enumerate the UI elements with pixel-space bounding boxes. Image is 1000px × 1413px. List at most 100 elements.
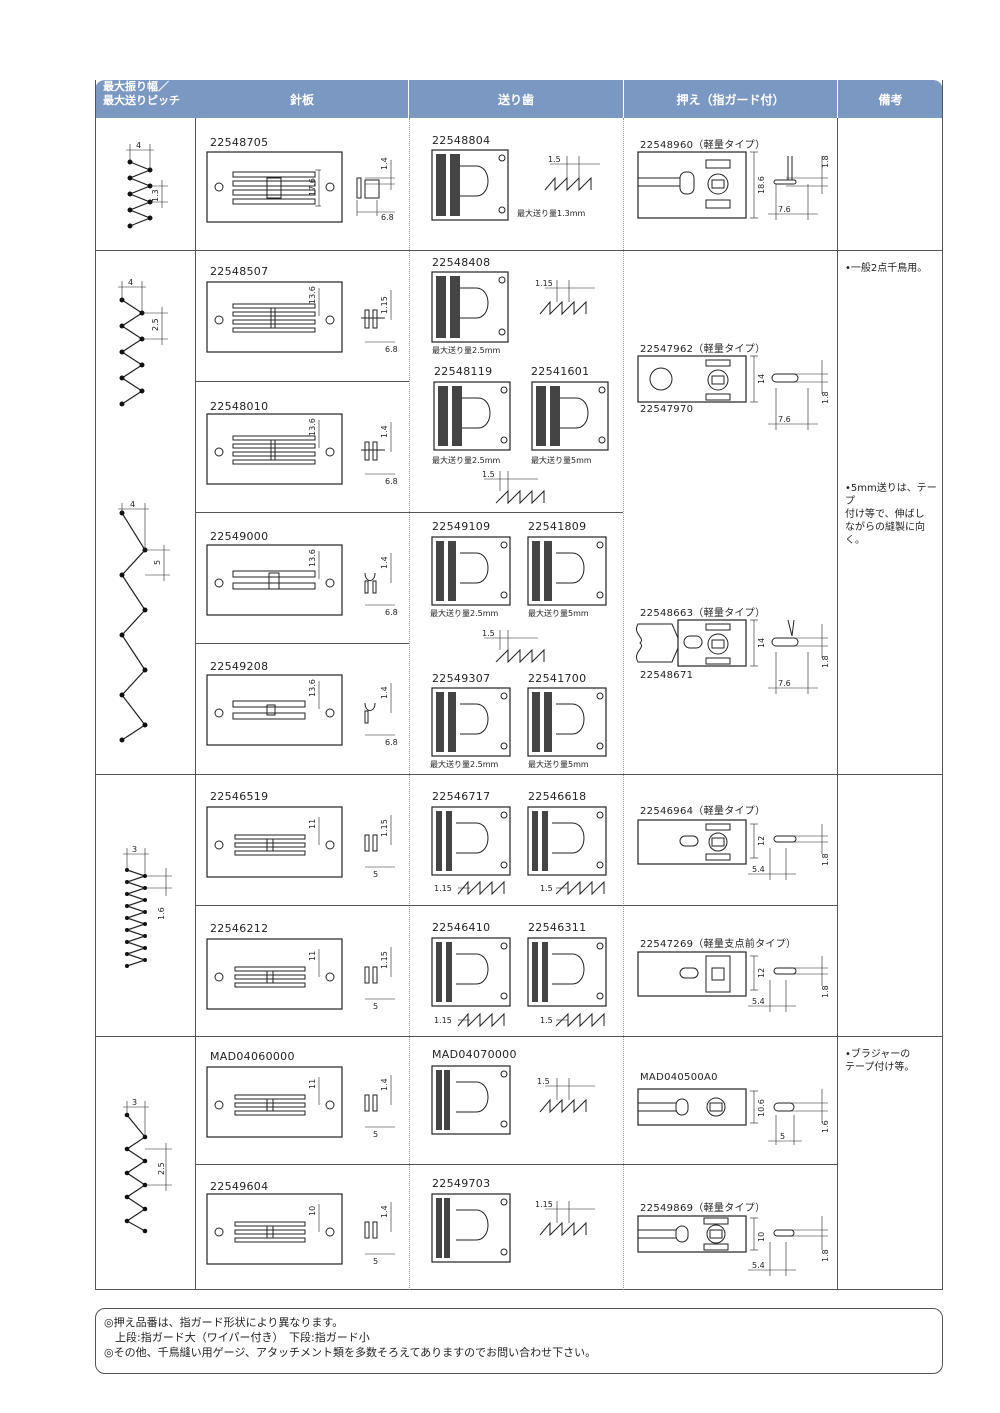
plate-length: 11 [308,819,317,829]
feed-caption: 最大送り量2.5mm [432,456,501,465]
presser-thickness: 1.8 [821,391,830,404]
feed-code: 22549703 [432,1177,491,1190]
header-presser-foot: 押え（指ガード付） [624,80,837,118]
needle-plate-drawing: 13.6 1.4 6.8 [206,544,398,617]
feed-code: 22546717 [432,790,491,803]
feed-pitch-diagram: 1.5 [540,880,605,896]
zigzag-1-pitch: 1.3 [151,189,160,202]
feed-code: 22548408 [432,256,491,269]
presser-width: 5.4 [752,997,765,1006]
presser-foot-drawing: 10 1.8 5.4 [637,1215,830,1276]
plate-depth: 5 [373,1130,378,1139]
feed-dog-drawing [431,536,511,606]
plate-thickness: 1.15 [380,951,389,969]
feed-pitch-value: 1.5 [482,629,495,638]
plate-length: 10 [308,1206,317,1216]
feed-dog-drawing [431,1193,511,1263]
feed-pitch-diagram: 1.5 [540,1012,605,1028]
feed-caption: 最大送り量2.5mm [430,609,499,618]
needle-plate-drawing: 10 1.4 5 [206,1193,395,1266]
plate-length: 13.6 [308,679,317,697]
zigzag-4-width: 3 [132,845,137,854]
remark-row-3: •5mm送りは、テープ 付け等で、伸ばし ながらの縫製に向く。 [845,482,940,547]
plate-code: 22548010 [210,400,269,413]
feed-caption: 最大送り量5mm [528,760,589,769]
zigzag-2-pitch: 2.5 [151,318,160,331]
feed-code: 22546410 [432,921,491,934]
remark-row-2: •一般2点千鳥用。 [845,263,928,274]
feed-pitch-value: 1.5 [537,1077,550,1086]
presser-height: 18.6 [757,176,766,194]
presser-foot-drawing: 12 1.8 5.4 [637,951,830,1012]
presser-foot-drawing: 14 1.8 7.6 [637,355,830,430]
feed-pitch-value: 1.15 [535,279,553,288]
zigzag-5-width: 3 [132,1098,137,1107]
plate-length: 13.6 [308,286,317,304]
presser-thickness: 1.8 [821,155,830,168]
feed-pitch-diagram: 1.15 [535,1200,595,1237]
zigzag-diagram-4: 3 1.6 [123,845,172,968]
needle-plate-drawing: 13.6 1.4 6.8 [206,413,398,486]
feed-code: 22546311 [528,921,587,934]
feed-dog-drawing [527,687,607,757]
plate-thickness: 1.4 [380,157,389,170]
plate-thickness: 1.4 [380,1078,389,1091]
presser-code: 22547269（軽量支点前タイプ） [640,939,797,950]
header-feed-dog: 送り歯 [409,80,623,118]
footer-line-2: 上段:指ガード大（ワイパー付き） 下段:指ガード小 [104,1331,370,1344]
zigzag-5-pitch: 2.5 [157,1162,166,1175]
plate-code: 22546212 [210,922,269,935]
header-remarks: 備考 [838,80,943,118]
plate-depth: 6.8 [385,608,398,617]
plate-thickness: 1.15 [380,296,389,314]
remark-row-5-line2: テープ付け等。 [845,1062,915,1073]
presser-code: 22548663（軽量タイプ） [640,608,766,619]
feed-code: 22549109 [432,520,491,533]
feed-pitch-value: 1.5 [482,470,495,479]
presser-height: 10.6 [757,1099,766,1117]
zigzag-diagram-2: 4 2.5 [118,278,168,407]
needle-plate-drawing: 11 1.15 5 [206,806,395,879]
zigzag-diagram-5: 3 2.5 [123,1098,172,1234]
plate-thickness: 1.4 [380,1205,389,1218]
feed-pitch-diagram: 1.15 [434,1012,505,1028]
feed-caption: 最大送り量5mm [528,609,589,618]
presser-thickness: 1.8 [821,1249,830,1262]
footer-line-1: ◎押え品番は、指ガード形状により異なります。 [104,1316,344,1329]
plate-code: 22548705 [210,136,269,149]
feed-pitch-diagram: 1.5 [482,629,545,664]
plate-code: 22546519 [210,790,269,803]
presser-height: 12 [757,968,766,978]
remark-row-3-line2: 付け等で、伸ばし [845,509,925,520]
presser-code: 22547962（軽量タイプ） [640,344,766,355]
presser-foot-drawing: 14 1.8 7.6 [636,619,830,694]
presser-foot-drawing: 10.6 1.6 5 [637,1088,830,1145]
zigzag-diagram-3: 4 5 [118,500,170,743]
header-needle-plate: 針板 [196,80,408,118]
feed-code: 22541601 [531,365,590,378]
zigzag-2-width: 4 [128,278,133,287]
needle-plate-drawing: 11 1.15 5 [206,938,395,1011]
feed-caption: 最大送り量2.5mm [430,760,499,769]
plate-thickness: 1.4 [380,686,389,699]
plate-code: 22549604 [210,1180,269,1193]
feed-code: 22548119 [434,365,493,378]
presser-thickness: 1.8 [821,985,830,998]
plate-depth: 6.8 [381,213,394,222]
presser-width: 5.4 [752,1261,765,1270]
feed-caption: 最大送り量5mm [531,456,592,465]
zigzag-3-pitch: 5 [153,560,162,565]
feed-dog-drawing [431,806,511,876]
presser-code: 22549869（軽量タイプ） [640,1203,766,1214]
feed-caption: 最大送り量2.5mm [432,346,501,355]
feed-dog-drawing [531,381,609,451]
needle-plate-drawing: 17.6 1.4 6.8 [206,151,395,223]
plate-length: 11 [308,951,317,961]
header-zigzag-line1: 最大振り幅／ [103,80,169,93]
plate-thickness: 1.4 [380,556,389,569]
feed-code: 22548804 [432,134,491,147]
feed-pitch-diagram: 1.5 [544,155,600,192]
needle-plate-drawing: 13.6 1.15 6.8 [206,281,398,354]
feed-dog-drawing [431,271,509,343]
